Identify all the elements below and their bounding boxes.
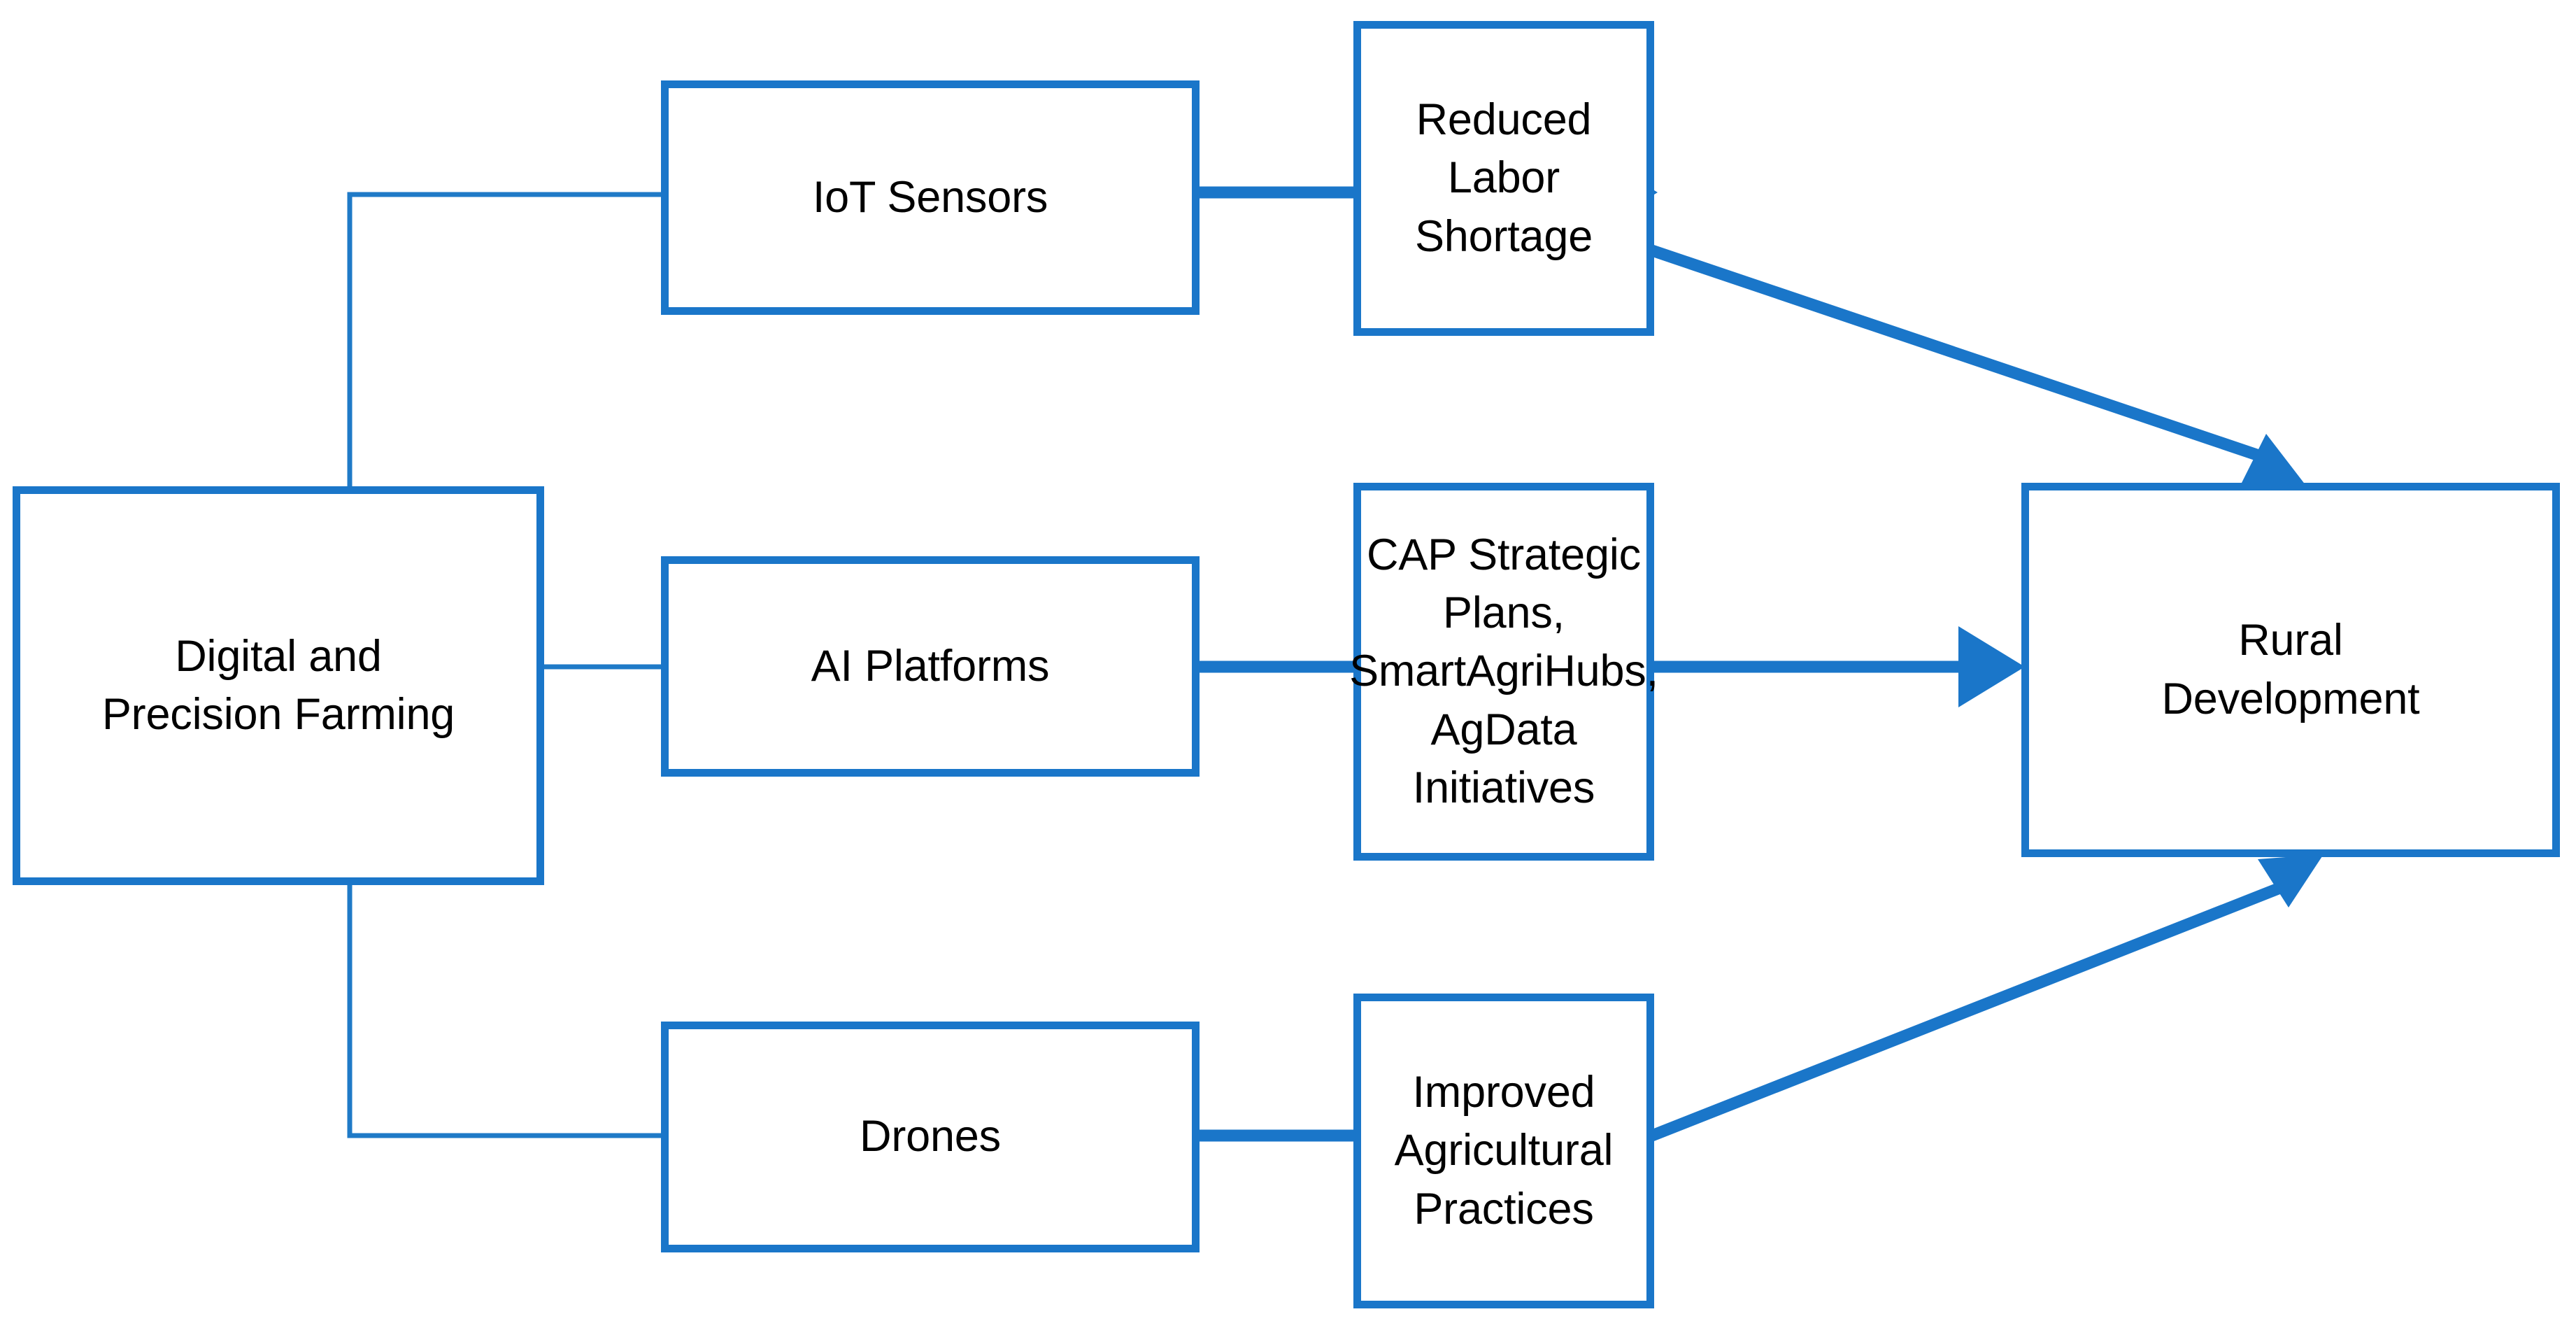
edge-source-to-drones (347, 879, 666, 1138)
node-rural-development[interactable]: Rural Development (2021, 483, 2560, 857)
node-label-rural-development: Rural Development (2161, 616, 2420, 723)
node-ai-platforms[interactable]: AI Platforms (661, 556, 1200, 777)
node-label-iot-sensors: IoT Sensors (812, 172, 1048, 222)
node-drones[interactable]: Drones (661, 1022, 1200, 1252)
node-iot-sensors[interactable]: IoT Sensors (661, 80, 1200, 315)
node-reduced-labor-shortage[interactable]: Reduced Labor Shortage (1353, 21, 1654, 336)
node-label-cap-strategic-plans: CAP Strategic Plans, SmartAgriHubs, AgDa… (1349, 530, 1658, 812)
node-label-drones: Drones (860, 1112, 1001, 1161)
node-digital-and-precision-farming[interactable]: Digital and Precision Farming (13, 486, 544, 885)
node-cap-strategic-plans[interactable]: CAP Strategic Plans, SmartAgriHubs, AgDa… (1349, 483, 1658, 861)
edge-practices-to-rural (1649, 854, 2324, 1141)
edge-policy-to-rural (1652, 626, 2025, 707)
edge-labor-to-rural (1650, 244, 2308, 488)
node-improved-agricultural-practices[interactable]: Improved Agricultural Practices (1353, 994, 1654, 1308)
node-label-improved-agricultural-practices: Improved Agricultural Practices (1394, 1068, 1614, 1234)
node-label-reduced-labor-shortage: Reduced Labor Shortage (1414, 95, 1593, 261)
node-label-ai-platforms: AI Platforms (811, 641, 1050, 691)
edge-source-to-iot (347, 192, 666, 493)
node-label-digital-and-precision-farming: Digital and Precision Farming (101, 631, 455, 739)
